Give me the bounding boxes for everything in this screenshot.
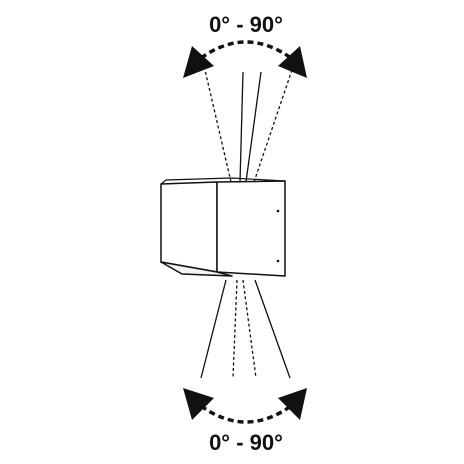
top-beam-inner-right-solid	[245, 71, 262, 183]
lamp-side-face	[160, 181, 218, 273]
top-beam-lines	[204, 69, 293, 183]
bottom-beam-outer-left-solid	[200, 279, 227, 379]
top-beam-outer-left-dashed	[204, 69, 232, 183]
wall-lamp-body	[160, 177, 286, 277]
bottom-beam-outer-right-solid	[254, 279, 291, 379]
top-angle-label: 0° - 90°	[209, 12, 283, 37]
bottom-adjustment-arrow-icon	[183, 388, 307, 424]
top-adjustment-arrow-icon	[183, 40, 307, 78]
top-beam-inner-left-solid	[239, 71, 244, 183]
top-beam-outer-right-dashed	[253, 69, 293, 183]
bottom-beam-inner-right-dashed	[242, 279, 257, 379]
lamp-front-face	[216, 180, 286, 277]
lamp-screw-upper	[276, 209, 280, 213]
bottom-angle-label: 0° - 90°	[209, 430, 283, 455]
bottom-beam-lines	[200, 279, 291, 379]
bottom-beam-inner-left-dashed	[232, 279, 238, 379]
lamp-screw-lower	[276, 259, 280, 263]
lamp-bottom-face	[160, 261, 233, 277]
